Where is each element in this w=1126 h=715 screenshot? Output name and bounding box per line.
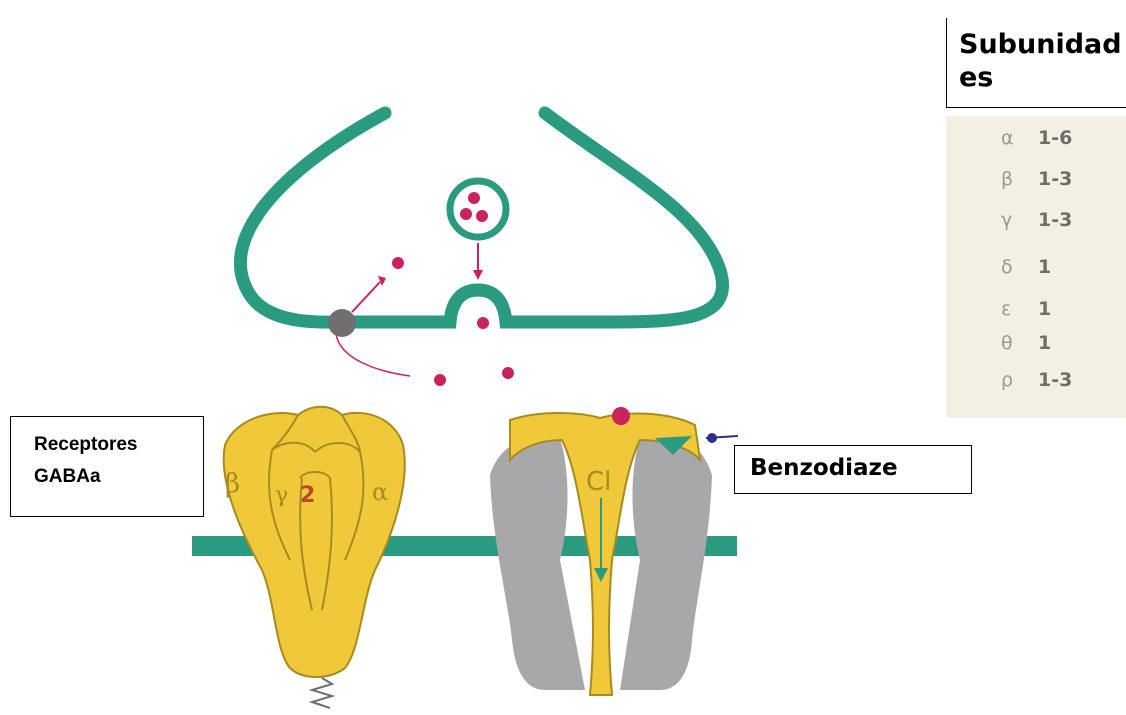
gaba-dot bbox=[468, 192, 480, 204]
gaba-dot bbox=[502, 367, 514, 379]
receptor-alpha-label: α bbox=[372, 478, 388, 506]
receptors-label-line1: Receptores bbox=[34, 429, 203, 461]
gaba-dot bbox=[476, 210, 488, 222]
subunit-symbol: α bbox=[1001, 123, 1014, 153]
gaba-dot bbox=[392, 257, 404, 269]
receptor-beta-label: β bbox=[225, 469, 240, 499]
subunit-row: γ 1-3 bbox=[946, 205, 1126, 235]
subunit-range: 1 bbox=[1038, 328, 1051, 358]
transporter-tail bbox=[336, 334, 410, 376]
subunit-row: θ 1 bbox=[946, 328, 1126, 358]
receptor-gamma-label: γ bbox=[275, 483, 288, 508]
gaba-dot bbox=[434, 374, 446, 386]
receptors-label-line2: GABAa bbox=[34, 461, 203, 493]
subunit-symbol: γ bbox=[1001, 205, 1012, 235]
gaba-dot bbox=[460, 208, 472, 220]
benzodiazepine-ligand bbox=[707, 433, 717, 443]
subunit-row: ρ 1-3 bbox=[946, 365, 1126, 395]
receptor-number-label: 2 bbox=[300, 483, 315, 508]
subunit-range: 1 bbox=[1038, 294, 1051, 324]
reuptake-arrow bbox=[352, 282, 380, 312]
gaba-a-receptor-left bbox=[224, 407, 405, 677]
subunit-row: α 1-6 bbox=[946, 123, 1126, 153]
subunit-symbol: β bbox=[1001, 164, 1013, 194]
reuptake-arrowhead bbox=[378, 276, 386, 286]
subunit-symbol: δ bbox=[1001, 252, 1013, 282]
subunit-range: 1 bbox=[1038, 252, 1051, 282]
synaptic-vesicle bbox=[450, 181, 506, 237]
receptors-callout: Receptores GABAa bbox=[10, 416, 204, 517]
subunit-range: 1-3 bbox=[1038, 205, 1072, 235]
release-arrowhead bbox=[473, 270, 483, 280]
chloride-label: Cl bbox=[586, 467, 611, 497]
subunit-symbol: ε bbox=[1001, 294, 1011, 324]
subunit-row: β 1-3 bbox=[946, 164, 1126, 194]
benzodiazepine-callout: Benzodiaze bbox=[734, 445, 972, 494]
gaba-dot bbox=[477, 317, 489, 329]
subunits-title: Subunidades bbox=[946, 18, 1126, 108]
subunit-row: ε 1 bbox=[946, 294, 1126, 324]
gaba-binding-dot bbox=[612, 407, 630, 425]
subunit-symbol: θ bbox=[1001, 328, 1013, 358]
subunit-range: 1-6 bbox=[1038, 123, 1072, 153]
intracellular-tail bbox=[312, 678, 332, 708]
gaba-transporter bbox=[328, 309, 356, 337]
benzodiazepine-label: Benzodiaze bbox=[750, 455, 898, 481]
subunits-table: α 1-6 β 1-3 γ 1-3 δ 1 ε 1 θ 1 ρ 1-3 bbox=[946, 116, 1126, 418]
subunit-range: 1-3 bbox=[1038, 365, 1072, 395]
subunit-row: δ 1 bbox=[946, 252, 1126, 282]
subunit-symbol: ρ bbox=[1001, 365, 1013, 395]
subunit-range: 1-3 bbox=[1038, 164, 1072, 194]
